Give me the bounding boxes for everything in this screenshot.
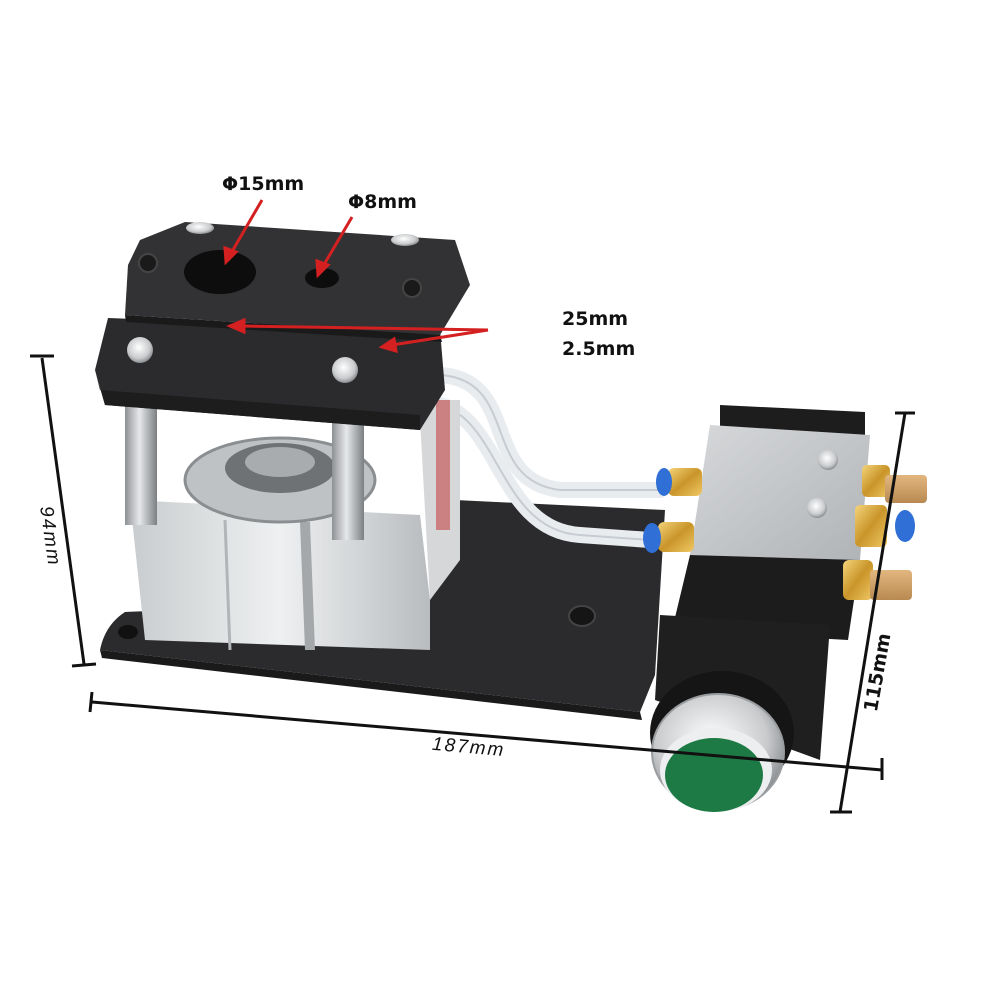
label-hole-large: Φ15mm — [222, 173, 305, 195]
guide-rods — [125, 405, 364, 540]
screw-icon — [332, 357, 358, 383]
blue-fitting — [895, 510, 915, 542]
blue-fitting — [656, 468, 672, 496]
green-button — [665, 738, 763, 812]
push-button — [650, 615, 830, 812]
label-hole-small: Φ8mm — [348, 191, 417, 213]
solenoid-valve — [643, 405, 927, 640]
air-tubes — [432, 367, 668, 548]
label-plate-width: 25mm — [562, 308, 629, 330]
dimension-lines — [30, 354, 915, 814]
silencer — [870, 570, 912, 600]
hole-8mm — [305, 268, 339, 288]
screw-icon — [127, 337, 153, 363]
upper-die-plate — [125, 222, 470, 342]
blue-fitting — [643, 523, 661, 553]
lower-die-plate — [95, 318, 445, 430]
screw-icon — [807, 498, 827, 518]
screw-icon — [818, 450, 838, 470]
hole-15mm — [184, 250, 256, 294]
pneumatic-cylinder — [130, 400, 460, 651]
silencer — [885, 475, 927, 503]
annotation-arrows — [223, 199, 489, 354]
label-plate-thickness: 2.5mm — [562, 338, 636, 360]
